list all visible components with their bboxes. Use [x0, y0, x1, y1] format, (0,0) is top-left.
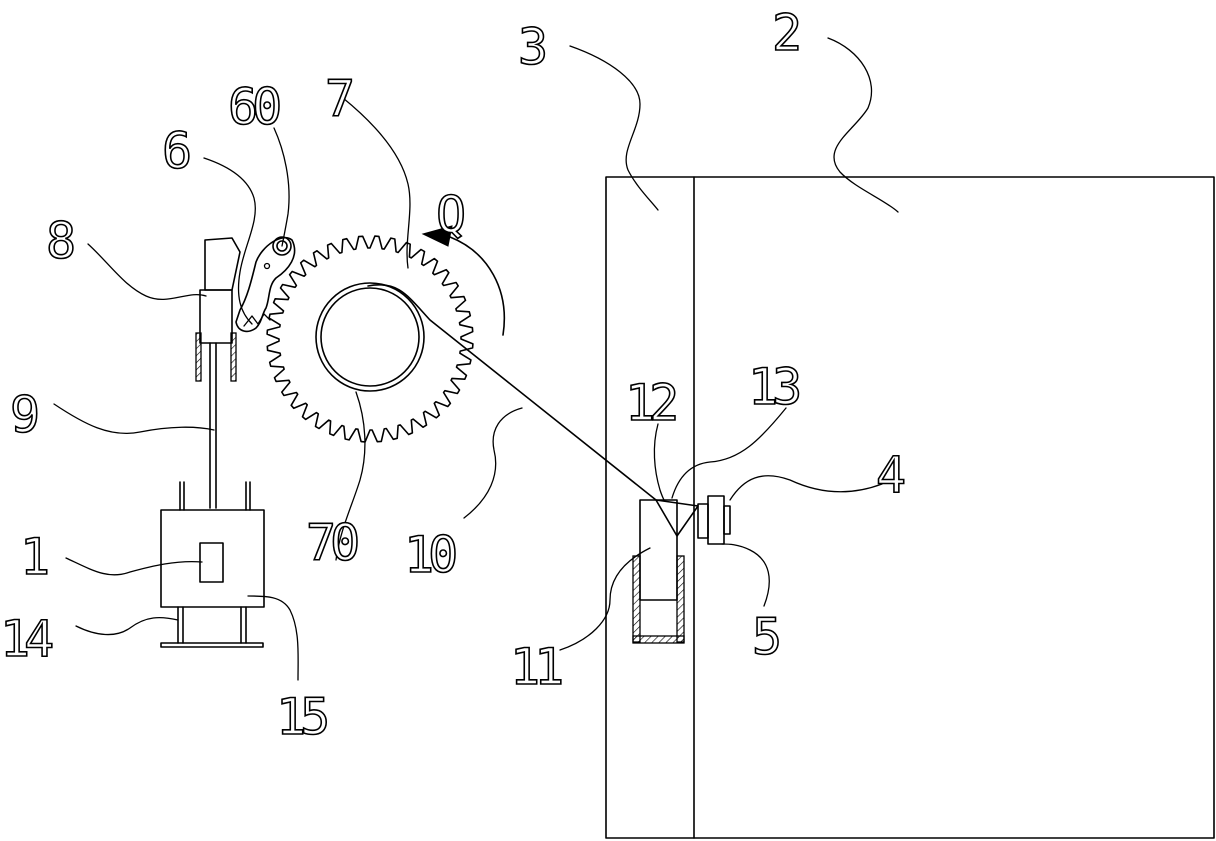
leader-8: [88, 244, 206, 299]
label-6: 6: [162, 122, 189, 180]
label-11: 11: [510, 638, 561, 696]
label-15: 15: [276, 688, 327, 746]
holder-bottom-wall: [633, 636, 684, 643]
leader-9: [54, 404, 214, 433]
leader-4: [730, 476, 882, 500]
actuator-body-component-8: [200, 290, 232, 343]
label-60: 60: [228, 78, 279, 136]
label-5: 5: [752, 608, 779, 666]
label-q: Q: [436, 186, 464, 244]
latch-head-component-4: [724, 506, 730, 534]
ratchet-gear: [267, 236, 473, 442]
latch-base: [698, 504, 708, 538]
latch-body-component-5: [708, 496, 724, 544]
label-2: 2: [772, 4, 798, 62]
label-7: 7: [325, 70, 352, 128]
leader-1: [66, 558, 202, 575]
holder-left-wall: [633, 556, 640, 642]
label-70: 70: [306, 514, 357, 572]
label-9: 9: [10, 386, 37, 444]
base-plate-component-14: [161, 643, 263, 647]
drum-outer: [316, 283, 424, 391]
leader-6: [204, 158, 255, 324]
drum-inner: [321, 288, 419, 386]
leader-10: [464, 408, 522, 518]
leader-2: [828, 38, 898, 212]
pawl-hole: [265, 264, 270, 269]
guide-right: [231, 333, 236, 381]
leader-12: [654, 424, 664, 500]
label-8: 8: [46, 212, 73, 270]
holder-right-wall: [677, 556, 684, 642]
window-component-1: [200, 543, 223, 582]
label-13: 13: [748, 358, 799, 416]
label-1: 1: [20, 528, 47, 586]
cable-component-10: [368, 285, 656, 500]
leader-60: [274, 128, 289, 246]
leader-7: [343, 98, 410, 268]
actuator-head: [205, 238, 240, 290]
leader-5: [722, 544, 769, 606]
label-4: 4: [876, 446, 904, 504]
guide-left: [196, 333, 201, 381]
leader-3: [570, 46, 658, 210]
label-10: 10: [404, 526, 455, 584]
leader-14: [76, 618, 178, 635]
label-12: 12: [625, 374, 675, 432]
leader-15: [248, 596, 298, 680]
leader-13: [672, 408, 786, 498]
label-14: 14: [0, 610, 52, 668]
box-component-15: [161, 510, 264, 607]
label-3: 3: [518, 18, 545, 76]
